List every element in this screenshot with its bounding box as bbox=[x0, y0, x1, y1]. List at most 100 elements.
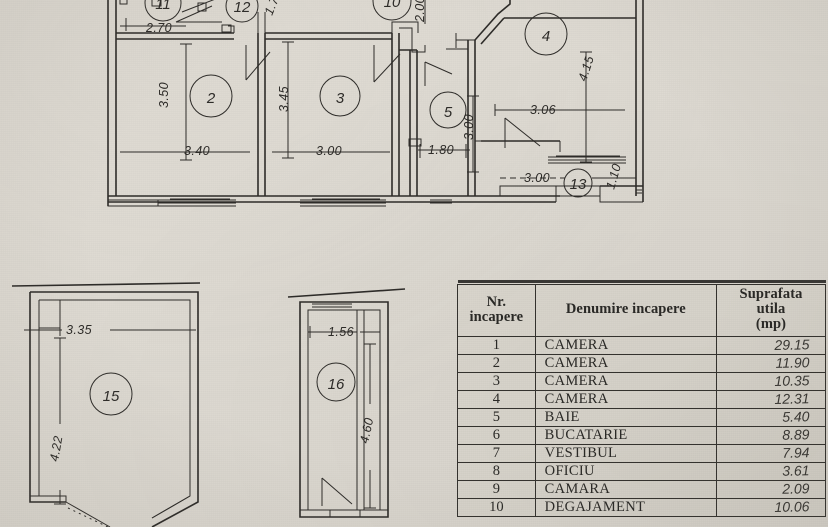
dimension-group-15: 3.35 4.22 bbox=[24, 323, 196, 505]
room-number-3: 3 bbox=[336, 90, 345, 107]
room-bubble-3: 3 bbox=[319, 75, 361, 117]
cell-room-number: 7 bbox=[457, 443, 536, 463]
table-header-row: Nr. incapere Denumire incapere Suprafata… bbox=[457, 284, 826, 337]
door-symbol-16 bbox=[321, 477, 353, 506]
cell-room-area: 8.89 bbox=[716, 425, 826, 446]
cell-room-area: 12.31 bbox=[716, 389, 826, 410]
dimension-1-80: 1.80 bbox=[428, 143, 454, 157]
cell-room-name: CAMARA bbox=[534, 479, 718, 499]
fixture-symbols bbox=[119, 0, 422, 147]
room-bubble-11: 11 bbox=[144, 0, 182, 22]
room-bubble-10: 10 bbox=[372, 0, 412, 21]
column-header-area-line1: Suprafata bbox=[739, 286, 803, 302]
cell-room-number: 8 bbox=[457, 461, 536, 481]
cell-room-number: 9 bbox=[457, 479, 536, 499]
cell-room-area: 11.90 bbox=[716, 353, 826, 374]
column-header-number-line1: Nr. bbox=[486, 293, 507, 310]
cell-room-area: 3.61 bbox=[716, 461, 826, 482]
cell-room-number: 3 bbox=[457, 371, 536, 391]
cell-room-number: 4 bbox=[457, 389, 536, 409]
cell-room-number: 2 bbox=[457, 353, 536, 373]
cell-room-name: CAMERA bbox=[534, 389, 718, 409]
cell-room-name: BUCATARIE bbox=[534, 425, 718, 445]
window-symbols bbox=[158, 155, 642, 207]
cell-room-area: 5.40 bbox=[716, 407, 826, 428]
column-header-number: Nr. incapere bbox=[457, 284, 536, 337]
cell-room-name: CAMERA bbox=[534, 335, 718, 355]
cell-room-name: DEGAJAMENT bbox=[534, 497, 718, 517]
dimension-3-50: 3.50 bbox=[157, 82, 171, 108]
room-bubble-4: 4 bbox=[524, 12, 568, 56]
cell-room-name: OFICIU bbox=[534, 461, 718, 481]
dimension-3-40: 3.40 bbox=[184, 144, 210, 158]
room-number-15: 15 bbox=[103, 388, 120, 405]
room-number-4: 4 bbox=[542, 28, 550, 45]
dimension-2-00: 2.00 bbox=[413, 0, 427, 23]
dimension-1-10: 1.10 bbox=[603, 162, 624, 191]
column-header-name: Denumire incapere bbox=[534, 284, 718, 337]
cell-room-number: 6 bbox=[457, 425, 536, 445]
dimension-3-06: 3.06 bbox=[530, 103, 556, 117]
cell-room-number: 1 bbox=[457, 335, 536, 355]
room-bubble-16: 16 bbox=[316, 362, 356, 402]
room-number-12: 12 bbox=[234, 0, 251, 16]
cell-room-number: 5 bbox=[457, 407, 536, 427]
room-number-5: 5 bbox=[444, 104, 453, 121]
table-header: Nr. incapere Denumire incapere Suprafata… bbox=[457, 284, 826, 337]
dimension-1-56: 1.56 bbox=[328, 325, 354, 339]
column-header-number-line2: incapere bbox=[469, 308, 524, 325]
cell-room-name: CAMERA bbox=[534, 353, 718, 373]
column-header-area: Suprafata utila (mp) bbox=[716, 284, 826, 337]
dimension-2-70: 2.70 bbox=[145, 21, 172, 35]
room-number-11: 11 bbox=[155, 0, 171, 13]
cell-room-area: 29.15 bbox=[716, 335, 826, 356]
cell-room-number: 10 bbox=[457, 497, 536, 517]
room-bubble-2: 2 bbox=[189, 74, 233, 118]
detail-16-svg: 1.56 4.60 16 bbox=[287, 288, 406, 518]
cell-room-area: 10.06 bbox=[716, 497, 826, 518]
room-number-2: 2 bbox=[206, 90, 216, 107]
table-top-rule bbox=[458, 280, 826, 283]
dimension-3-00-a: 3.00 bbox=[316, 144, 342, 158]
upper-plan-svg: 11 12 10 2 3 5 4 13 bbox=[107, 0, 644, 207]
cell-room-name: CAMERA bbox=[534, 371, 718, 391]
column-header-area-line2: utila bbox=[756, 301, 786, 318]
room-number-bubbles: 11 12 10 2 3 5 4 13 bbox=[144, 0, 593, 198]
room-bubble-13: 13 bbox=[563, 168, 593, 198]
dimension-3-00-b: 3.00 bbox=[462, 114, 476, 140]
cell-room-area: 10.35 bbox=[716, 371, 826, 392]
dimension-4-60: 4.60 bbox=[357, 416, 376, 444]
dimension-3-35: 3.35 bbox=[66, 323, 92, 337]
cell-room-name: BAIE bbox=[534, 407, 718, 427]
room-bubble-5: 5 bbox=[429, 91, 467, 129]
room-number-10: 10 bbox=[384, 0, 401, 11]
wall-group bbox=[107, 0, 644, 207]
room-number-13: 13 bbox=[570, 176, 587, 193]
dimension-3-45: 3.45 bbox=[277, 86, 291, 112]
dimension-3-00-c: 3.00 bbox=[524, 171, 550, 185]
dimension-group-16: 1.56 4.60 bbox=[309, 325, 380, 509]
cell-room-name: VESTIBUL bbox=[534, 443, 718, 463]
room-bubble-15: 15 bbox=[89, 372, 133, 416]
dimension-group: 2.70 3.50 3.40 3.45 3.00 1.72 2.00 1.80 … bbox=[120, 0, 636, 191]
room-number-16: 16 bbox=[328, 376, 345, 393]
door-symbols bbox=[175, 0, 541, 148]
cell-room-area: 2.09 bbox=[716, 479, 826, 500]
room-area-table: Nr. incapere Denumire incapere Suprafata… bbox=[457, 284, 826, 518]
cell-room-area: 7.94 bbox=[716, 443, 826, 464]
room-bubble-12: 12 bbox=[225, 0, 259, 23]
dimension-4-22: 4.22 bbox=[47, 435, 65, 463]
